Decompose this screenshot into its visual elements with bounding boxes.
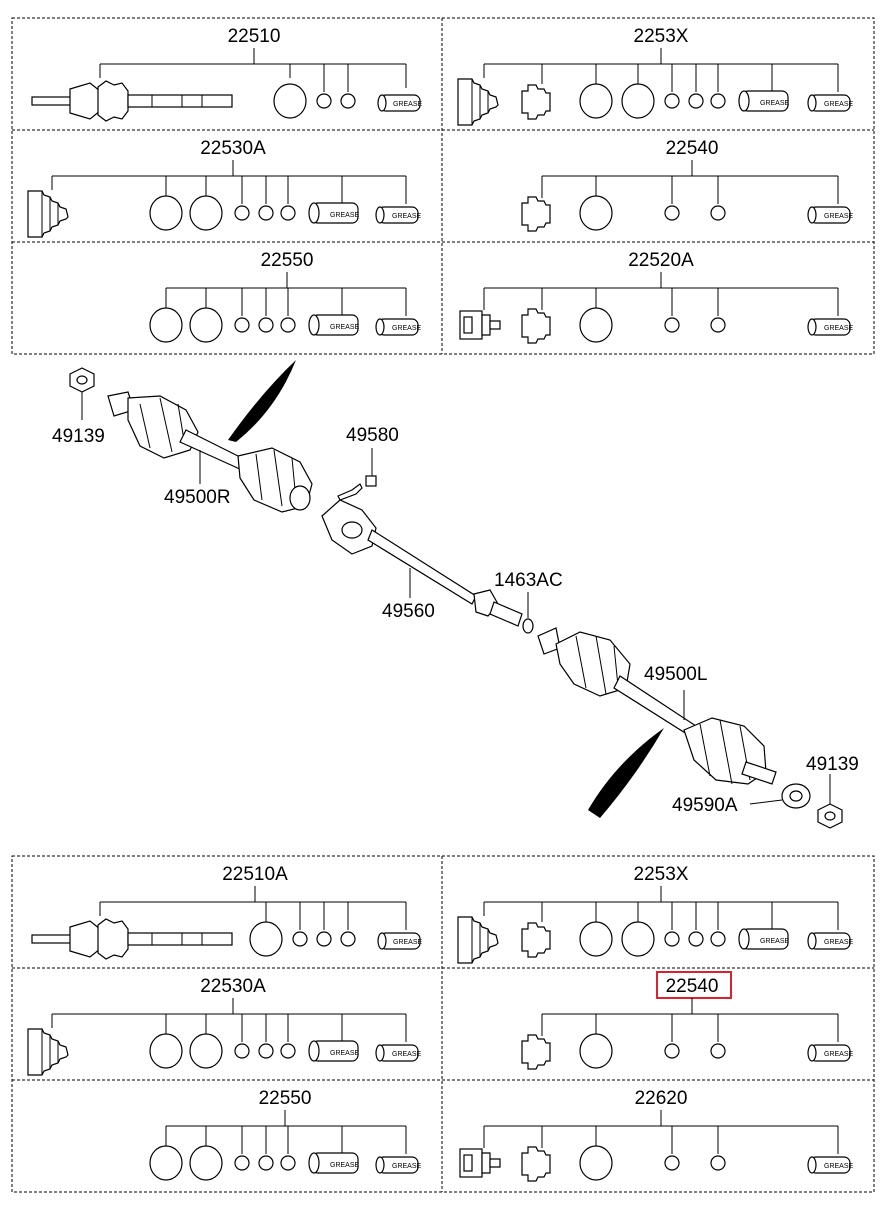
grease-text: GREASE	[824, 1163, 854, 1170]
grease-text: GREASE	[824, 325, 854, 332]
kit-code: 22520A	[628, 250, 694, 271]
highlight-box	[656, 971, 732, 999]
grease-text: GREASE	[392, 325, 422, 332]
label-bolt: 49580	[346, 425, 399, 446]
kit-code: 22530A	[200, 976, 266, 997]
view-pointer-lower	[588, 728, 664, 818]
grease-text: GREASE	[760, 938, 790, 945]
label-nut-right: 49139	[52, 426, 105, 447]
kit-code: 2253X	[634, 26, 689, 47]
label-snap-ring: 1463AC	[494, 570, 563, 591]
grease-text: GREASE	[392, 1163, 422, 1170]
kit-code: 22510A	[222, 864, 288, 885]
kit-code: 2253X	[634, 864, 689, 885]
label-shaft-left: 49500L	[644, 664, 707, 685]
label-shaft-right: 49500R	[164, 487, 231, 508]
kit-22520A-top[interactable]: 22520A GREASE	[459, 250, 854, 344]
view-pointer-upper	[228, 360, 296, 442]
kit-code: 22550	[261, 250, 314, 271]
kit-code: 22540	[666, 138, 719, 159]
label-nut-left: 49139	[806, 754, 859, 775]
dust-cover-part[interactable]	[749, 783, 811, 809]
nut-right-part[interactable]	[69, 367, 95, 420]
kit-code: 22620	[635, 1088, 688, 1109]
grease-text: GREASE	[330, 1162, 360, 1169]
grease-text: GREASE	[330, 1050, 360, 1057]
kit-22540-bottom[interactable]: 22540 GREASE	[521, 971, 854, 1070]
kit-code: 22510	[228, 26, 281, 47]
kit-22510-top[interactable]: 22510 GREASE	[31, 26, 423, 122]
kit-22530A-bottom[interactable]: 22530A GREASE GREASE	[27, 976, 422, 1076]
grease-text: GREASE	[392, 213, 422, 220]
grease-text: GREASE	[330, 324, 360, 331]
grease-text: GREASE	[824, 101, 854, 108]
grease-text: GREASE	[393, 101, 423, 108]
kit-code: 22530A	[200, 138, 266, 159]
kit-2253X-bottom[interactable]: 2253X GREASE GREASE	[457, 864, 854, 964]
grease-text: GREASE	[392, 1051, 422, 1058]
intermediate-shaft-part[interactable]	[321, 499, 523, 627]
kit-22530A-top[interactable]: 22530A GREASE GREASE	[27, 138, 422, 238]
grease-text: GREASE	[824, 1051, 854, 1058]
grease-text: GREASE	[760, 100, 790, 107]
kit-22550-top[interactable]: 22550 GREASE GREASE	[149, 250, 422, 343]
snap-ring-part[interactable]	[522, 592, 534, 634]
kit-22540-top[interactable]: 22540 GREASE	[521, 138, 854, 232]
kit-table-top	[11, 17, 875, 355]
shaft-right-part[interactable]	[107, 391, 313, 513]
driveshaft-assembly: 49139 49500R 49580 49	[52, 360, 859, 829]
kit-22620-bottom[interactable]: 22620 GREASE	[459, 1088, 854, 1182]
label-intermediate-shaft: 49560	[382, 601, 435, 622]
shaft-left-part[interactable]	[537, 627, 777, 785]
grease-text: GREASE	[393, 939, 423, 946]
kit-code: 22550	[259, 1088, 312, 1109]
kit-table-bottom	[11, 855, 875, 1193]
kit-2253X-top[interactable]: 2253X GREASE GREASE	[457, 26, 854, 126]
nut-left-part[interactable]	[817, 774, 843, 829]
kit-22510A-bottom[interactable]: 22510A GREASE	[31, 864, 423, 960]
label-dust-cover: 49590A	[672, 795, 738, 816]
grease-text: GREASE	[824, 939, 854, 946]
grease-text: GREASE	[824, 213, 854, 220]
bolt-part[interactable]	[337, 448, 377, 501]
grease-text: GREASE	[330, 212, 360, 219]
kit-22550-bottom[interactable]: 22550 GREASE GREASE	[149, 1088, 422, 1181]
kit-code-highlighted: 22540	[666, 976, 719, 997]
